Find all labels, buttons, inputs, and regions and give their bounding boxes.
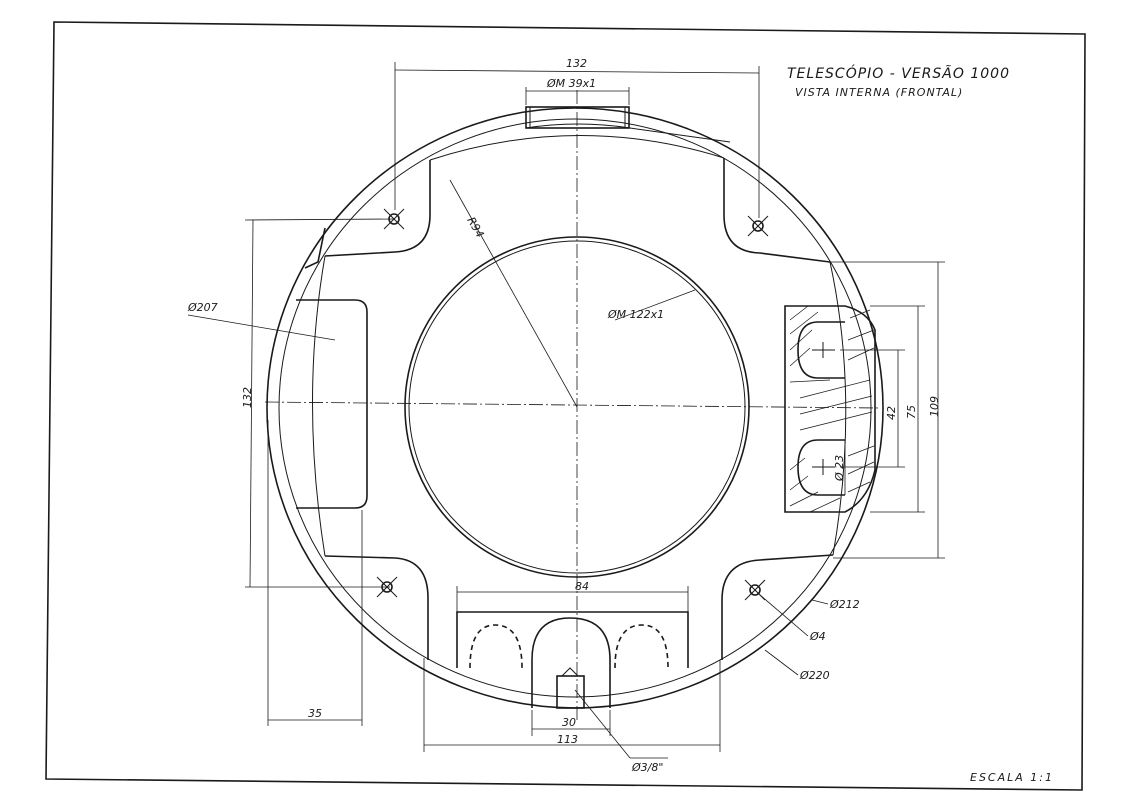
drawing-border <box>45 21 1086 791</box>
drawing-title: TELESCÓPIO - VERSÃO 1000 <box>787 64 1010 82</box>
dim-top-thread: ØM 39x1 <box>546 77 596 90</box>
dim-bottom-113: 113 <box>557 733 578 746</box>
horizontal-centerline <box>264 401 881 409</box>
cavity-right-arc <box>829 261 847 556</box>
telescope-body <box>264 90 884 720</box>
dim-right-75: 75 <box>905 405 918 419</box>
dim-left-diameter: Ø207 <box>187 301 218 314</box>
dim-bottom-30: 30 <box>562 716 576 729</box>
dim-d212: Ø212 <box>829 598 860 611</box>
left-recess <box>296 299 368 509</box>
scale-label: ESCALA 1:1 <box>970 771 1054 784</box>
dim-left-height: 132 <box>241 387 254 408</box>
bottom-boss <box>456 611 689 709</box>
dim-bottom-84: 84 <box>575 580 589 593</box>
dim-d220: Ø220 <box>799 669 830 682</box>
mounting-holes <box>376 208 769 601</box>
dim-center-thread: ØM 122x1 <box>607 308 664 321</box>
inner-cavity-outline <box>324 158 834 660</box>
mounting-hole-br <box>749 584 761 596</box>
cavity-left-arc <box>312 255 326 557</box>
dim-d4: Ø4 <box>809 630 826 643</box>
right-boss-section <box>784 305 876 513</box>
upper-left-notch <box>304 227 326 269</box>
dim-bottom-35: 35 <box>308 707 322 720</box>
dimension-annotations: 132 ØM 39x1 R94 ØM 122x1 Ø207 132 42 75 <box>187 57 945 774</box>
dim-radius: R94 <box>464 215 486 240</box>
mounting-hole-tr <box>752 220 764 232</box>
dim-top-width: 132 <box>566 57 587 70</box>
dim-bottom-thread: Ø3/8" <box>631 761 663 774</box>
drawing-subtitle: VISTA INTERNA (FRONTAL) <box>795 86 963 99</box>
dim-hole-diameter: Ø 23 <box>833 455 846 482</box>
top-thread-slot <box>525 106 630 129</box>
dim-right-42: 42 <box>885 406 898 420</box>
dim-right-109: 109 <box>928 396 941 417</box>
